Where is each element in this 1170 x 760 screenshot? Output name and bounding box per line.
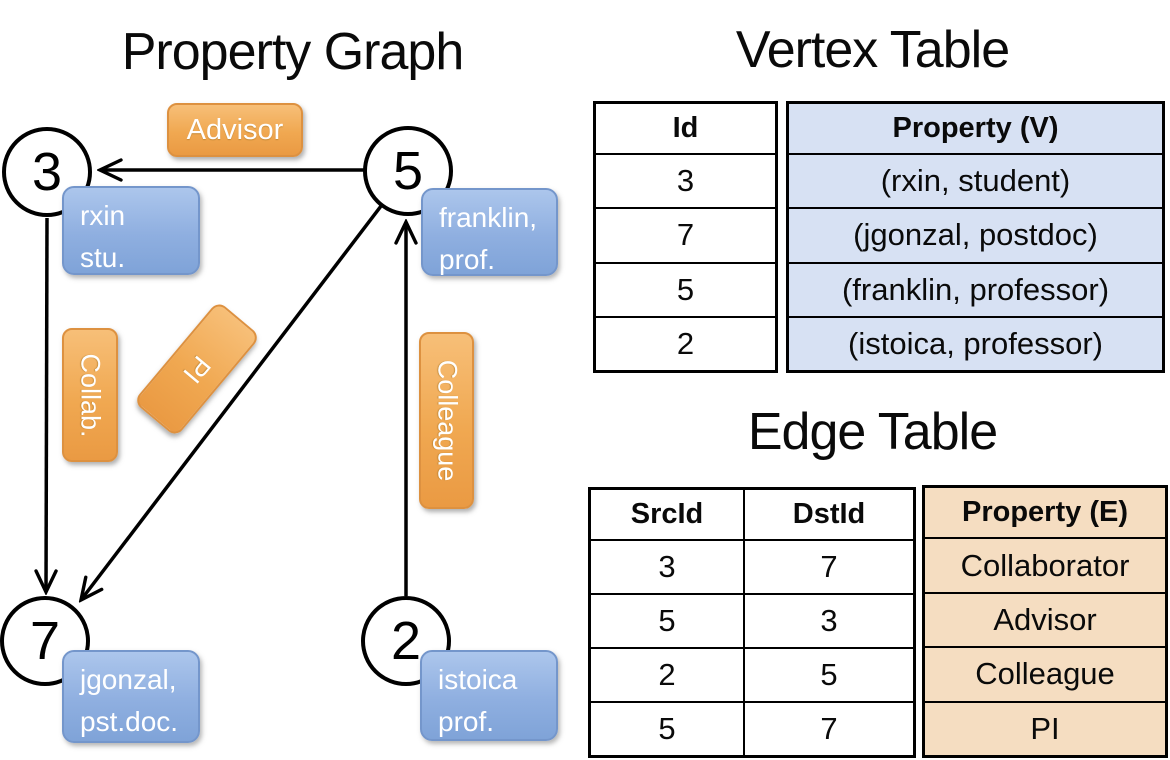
edge-label-advisor: Advisor bbox=[167, 103, 303, 157]
vertex-property-label-2: istoica prof. bbox=[420, 650, 558, 741]
edge-table-title: Edge Table bbox=[747, 403, 998, 461]
edge-table-id-columns: SrcId DstId 3 7 5 3 2 5 5 7 bbox=[588, 487, 916, 758]
vertex-property-cell: (istoica, professor) bbox=[789, 315, 1162, 370]
property-graph-title: Property Graph bbox=[121, 23, 465, 81]
edge-5-to-7 bbox=[81, 204, 383, 600]
property-line: franklin, bbox=[439, 202, 538, 233]
vertex-property-label-3: rxin stu. bbox=[62, 186, 200, 275]
vertex-id: 2 bbox=[390, 611, 422, 671]
property-line: pst.doc. bbox=[80, 706, 179, 737]
vertex-table-id-column: Id 3 7 5 2 bbox=[593, 101, 778, 373]
vertex-property-label-7: jgonzal, pst.doc. bbox=[62, 650, 200, 743]
edge-dst-cell: 5 bbox=[743, 647, 913, 701]
property-line: rxin bbox=[80, 200, 126, 231]
edge-property-cell: Collaborator bbox=[925, 537, 1165, 591]
edge-dst-cell: 7 bbox=[743, 539, 913, 593]
vertex-property-cell: (franklin, professor) bbox=[789, 261, 1162, 316]
property-line: istoica bbox=[438, 664, 518, 695]
graph-edges bbox=[0, 0, 585, 760]
vertex-id: 7 bbox=[29, 611, 61, 671]
vertex-node-2: 2 bbox=[361, 596, 451, 686]
property-line: prof. bbox=[438, 706, 495, 737]
edge-table-property-column: Property (E) Collaborator Advisor Collea… bbox=[922, 485, 1168, 758]
property-line: stu. bbox=[80, 242, 126, 273]
vertex-property-cell: (rxin, student) bbox=[789, 153, 1162, 207]
edge-property-cell: Colleague bbox=[925, 646, 1165, 700]
vertex-property-label-5: franklin, prof. bbox=[421, 188, 558, 276]
vertex-id-cell: 3 bbox=[596, 153, 775, 207]
edge-label-text: PI bbox=[177, 349, 218, 389]
edge-src-cell: 5 bbox=[591, 593, 743, 647]
vertex-id-cell: 5 bbox=[596, 261, 775, 316]
column-header-property-e: Property (E) bbox=[962, 496, 1128, 529]
vertex-id-cell: 7 bbox=[596, 207, 775, 261]
edge-src-cell: 3 bbox=[591, 539, 743, 593]
edge-label-text: Colleague bbox=[432, 359, 462, 482]
edge-src-cell: 5 bbox=[591, 701, 743, 755]
vertex-property-cell: (jgonzal, postdoc) bbox=[789, 207, 1162, 261]
edge-label-colleague: Colleague bbox=[419, 332, 474, 509]
edge-label-text: Collab. bbox=[75, 352, 106, 438]
vertex-node-5: 5 bbox=[363, 126, 453, 216]
vertex-id-cell: 2 bbox=[596, 315, 775, 370]
edge-label-collab: Collab. bbox=[62, 328, 118, 462]
edge-property-cell: Advisor bbox=[925, 591, 1165, 646]
column-header-id: Id bbox=[672, 112, 699, 145]
vertex-id: 3 bbox=[31, 142, 63, 202]
vertex-table-property-column: Property (V) (rxin, student) (jgonzal, p… bbox=[786, 101, 1165, 373]
column-header-srcid: SrcId bbox=[630, 498, 704, 530]
column-header-property-v: Property (V) bbox=[892, 112, 1059, 145]
edge-dst-cell: 3 bbox=[743, 593, 913, 647]
property-line: jgonzal, bbox=[80, 664, 177, 695]
edge-3-to-7 bbox=[46, 217, 47, 592]
edge-label-text: Advisor bbox=[186, 113, 284, 146]
edge-dst-cell: 7 bbox=[743, 701, 913, 755]
vertex-table-title: Vertex Table bbox=[735, 21, 1010, 79]
property-line: prof. bbox=[439, 244, 496, 275]
vertex-id: 5 bbox=[392, 141, 424, 201]
edge-property-cell: PI bbox=[925, 700, 1165, 755]
column-header-dstid: DstId bbox=[743, 490, 913, 539]
edge-src-cell: 2 bbox=[591, 647, 743, 701]
